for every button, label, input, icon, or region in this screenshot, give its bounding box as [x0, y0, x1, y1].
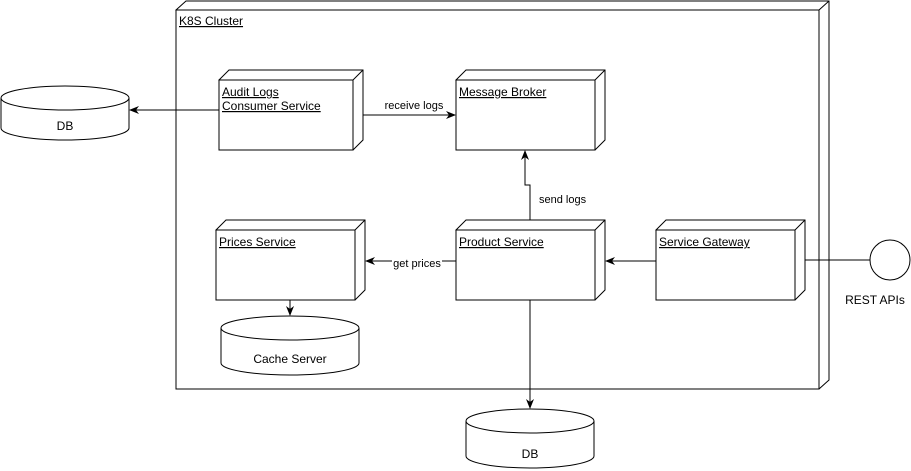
rest-apis-interface[interactable]: REST APIs: [845, 239, 911, 307]
edge-send-logs[interactable]: send logs: [521, 150, 587, 220]
prices-service-node[interactable]: Prices Service: [215, 219, 366, 301]
send-logs-label: send logs: [539, 194, 587, 206]
product-db-label: DB: [522, 447, 539, 461]
service-gateway-title: Service Gateway: [659, 235, 750, 249]
message-broker-title: Message Broker: [459, 85, 546, 99]
product-db-cylinder[interactable]: DB: [465, 408, 595, 469]
k8s-cluster-title: K8S Cluster: [179, 14, 243, 28]
prices-service-title: Prices Service: [219, 235, 296, 249]
audit-db-label: DB: [57, 119, 74, 133]
product-service-title: Product Service: [459, 235, 544, 249]
edge-get-prices[interactable]: get prices: [365, 257, 456, 270]
service-gateway-node[interactable]: Service Gateway: [655, 219, 806, 301]
audit-db-cylinder[interactable]: DB: [0, 85, 130, 141]
receive-logs-label: receive logs: [385, 100, 444, 112]
audit-logs-title-line1: Audit Logs: [222, 85, 279, 99]
audit-logs-consumer-service-node[interactable]: Audit Logs Consumer Service: [218, 69, 364, 151]
edge-receive-logs[interactable]: receive logs: [363, 100, 456, 119]
product-service-node[interactable]: Product Service: [455, 219, 606, 301]
rest-apis-label: REST APIs: [845, 293, 905, 307]
get-prices-label: get prices: [393, 258, 441, 270]
cache-server-label: Cache Server: [253, 352, 326, 366]
cache-server-cylinder[interactable]: Cache Server: [220, 315, 360, 376]
audit-logs-title-line2: Consumer Service: [222, 99, 321, 113]
message-broker-node[interactable]: Message Broker: [455, 69, 606, 151]
